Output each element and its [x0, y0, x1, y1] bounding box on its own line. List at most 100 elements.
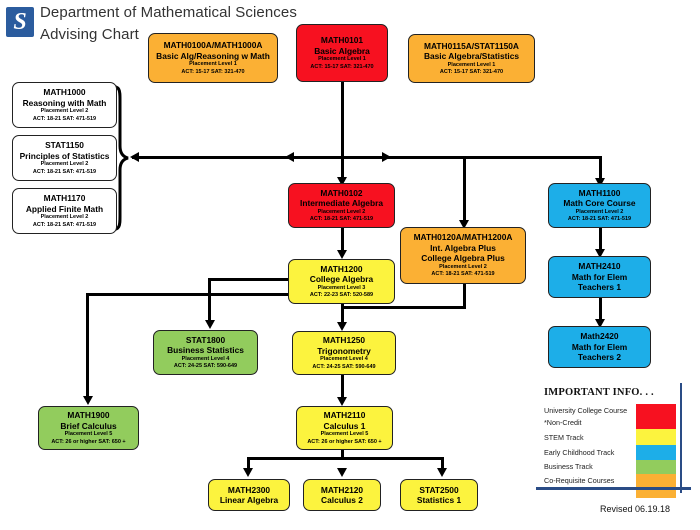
act-sat-range: ACT: 18-21 SAT: 471-519 [567, 216, 632, 222]
node-math1200[interactable]: MATH1200 College Algebra Placement Level… [288, 259, 395, 304]
course-title: Int. Algebra Plus [430, 242, 496, 253]
arrow-to-2300 [243, 468, 253, 477]
node-stat2500[interactable]: STAT2500 Statistics 1 [400, 479, 478, 511]
line-bus-to-1100 [599, 156, 602, 181]
node-math2110[interactable]: MATH2110 Calculus 1 Placement Level 5 AC… [296, 406, 393, 450]
arrow-bus-left-mid [285, 152, 294, 162]
act-sat-range: ACT: 26 or higher SAT: 650 + [307, 438, 382, 445]
placement-level: Placement Level 4 [320, 356, 368, 362]
course-title: Linear Algebra [219, 495, 279, 505]
placement-level: Placement Level 1 [318, 56, 366, 62]
node-math2120[interactable]: MATH2120 Calculus 2 [303, 479, 381, 511]
node-math2420[interactable]: Math2420 Math for Elem Teachers 2 [548, 326, 651, 368]
course-code: MATH0120A/MATH1200A [413, 232, 513, 243]
swatch-early-childhood-track [636, 445, 676, 460]
legend-row-non-credit: *Non-Credit [544, 418, 582, 427]
node-stat1150[interactable]: STAT1150 Principles of Statistics Placem… [12, 135, 117, 181]
course-code: MATH1250 [322, 335, 366, 345]
legend-row-stem: STEM Track [544, 433, 584, 442]
node-math1900[interactable]: MATH1900 Brief Calculus Placement Level … [38, 406, 139, 450]
swatch-stem-track [636, 429, 676, 445]
legend-row-university-college: University College Course [544, 406, 628, 415]
line-1100-to-2410 [599, 227, 602, 252]
placement-level: Placement Level 5 [320, 431, 369, 437]
course-title: Math for Elem [571, 341, 628, 352]
node-math0115a[interactable]: MATH0115A/STAT1150A Basic Algebra/Statis… [408, 34, 535, 83]
course-title-2: Teachers 2 [577, 352, 622, 363]
arrow-to-stat1800 [204, 320, 215, 329]
act-sat-range: ACT: 24-25 SAT: 590-649 [312, 363, 376, 370]
placement-level: Placement Level 2 [40, 108, 89, 114]
course-title: Applied Finite Math [25, 203, 104, 214]
legend-row-business: Business Track [544, 462, 593, 471]
legend: IMPORTANT INFO. . . University College C… [536, 383, 692, 498]
line-0101-down [341, 82, 344, 158]
swatch-co-requisite-courses [636, 474, 676, 498]
placement-level: Placement Level 2 [439, 263, 487, 270]
course-title: Math for Elem [571, 271, 628, 282]
line-2110-to-2500-v [441, 457, 444, 471]
node-math1100[interactable]: MATH1100 Math Core Course Placement Leve… [548, 183, 651, 228]
act-sat-range: ACT: 15-17 SAT: 321-470 [439, 69, 504, 75]
node-math1250[interactable]: MATH1250 Trigonometry Placement Level 4 … [292, 331, 396, 375]
course-title: Principles of Statistics [19, 150, 110, 161]
line-1200-branch-stat1800-v [208, 278, 211, 323]
course-title-2: College Algebra Plus [421, 253, 505, 264]
node-math0120a[interactable]: MATH0120A/MATH1200A Int. Algebra Plus Co… [400, 227, 526, 284]
course-code: MATH2110 [323, 410, 366, 420]
course-title: Intermediate Algebra [300, 198, 383, 208]
node-math0101[interactable]: MATH0101 Basic Algebra Placement Level 1… [296, 24, 388, 82]
course-title-2: Teachers 1 [577, 282, 622, 293]
line-2110-children-bus [247, 457, 443, 460]
node-math0102[interactable]: MATH0102 Intermediate Algebra Placement … [288, 183, 395, 228]
logo-letter: S [13, 9, 27, 35]
act-sat-range: ACT: 15-17 SAT: 321-470 [310, 63, 374, 70]
node-math2300[interactable]: MATH2300 Linear Algebra [208, 479, 290, 511]
swatch-university-college-noncredit [636, 404, 676, 429]
arrow-to-1100 [594, 178, 605, 187]
department-logo: S [6, 7, 34, 37]
node-stat1800[interactable]: STAT1800 Business Statistics Placement L… [153, 330, 258, 375]
revised-date: Revised 06.19.18 [600, 504, 671, 514]
course-title: College Algebra [309, 274, 374, 284]
swatch-business-track [636, 460, 676, 474]
node-math1000[interactable]: MATH1000 Reasoning with Math Placement L… [12, 82, 117, 128]
course-title: Brief Calculus [60, 420, 117, 431]
course-code: MATH1100 [578, 187, 621, 198]
course-code: STAT1800 [185, 334, 226, 345]
course-title: Trigonometry [317, 345, 371, 356]
act-sat-range: ACT: 26 or higher SAT: 650 + [51, 438, 126, 445]
legend-row-corequisite: Co-Requisite Courses [544, 476, 615, 485]
placement-level: Placement Level 2 [40, 214, 89, 220]
course-title: Reasoning with Math [22, 97, 107, 108]
line-0120a-down [463, 283, 466, 309]
node-math0100a[interactable]: MATH0100A/MATH1000A Basic Alg/Reasoning … [148, 33, 278, 83]
placement-level: Placement Level 2 [575, 208, 624, 215]
node-math2410[interactable]: MATH2410 Math for Elem Teachers 1 [548, 256, 651, 298]
legend-title: IMPORTANT INFO. . . [544, 387, 654, 398]
arrow-to-2120 [336, 468, 347, 477]
arrow-to-1900 [82, 396, 93, 405]
course-code: MATH0101 [320, 35, 364, 45]
course-code: MATH2410 [578, 261, 621, 272]
course-title: Calculus 1 [323, 420, 366, 431]
arrow-to-0120a [458, 220, 469, 229]
arrow-to-1250 [336, 322, 347, 331]
course-code: Math2420 [580, 331, 619, 342]
line-bus-to-0102 [341, 156, 344, 180]
arrow-bus-right-mid [382, 152, 391, 162]
arrow-to-2110 [336, 397, 347, 406]
placement-level: Placement Level 2 [40, 161, 89, 167]
line-bus-to-0120a [463, 156, 466, 223]
placement-level: Placement Level 1 [447, 61, 496, 68]
node-math1170[interactable]: MATH1170 Applied Finite Math Placement L… [12, 188, 117, 234]
arrow-to-left-group [130, 152, 139, 162]
line-2110-to-2300-v [247, 457, 250, 471]
course-code: MATH0115A/STAT1150A [424, 40, 519, 51]
course-code: MATH1170 [43, 193, 86, 203]
act-sat-range: ACT: 18-21 SAT: 471-519 [32, 168, 97, 175]
line-1250-to-2110 [341, 372, 344, 400]
arrow-to-2500 [437, 468, 447, 477]
act-sat-range: ACT: 22-23 SAT: 520-589 [309, 292, 374, 298]
